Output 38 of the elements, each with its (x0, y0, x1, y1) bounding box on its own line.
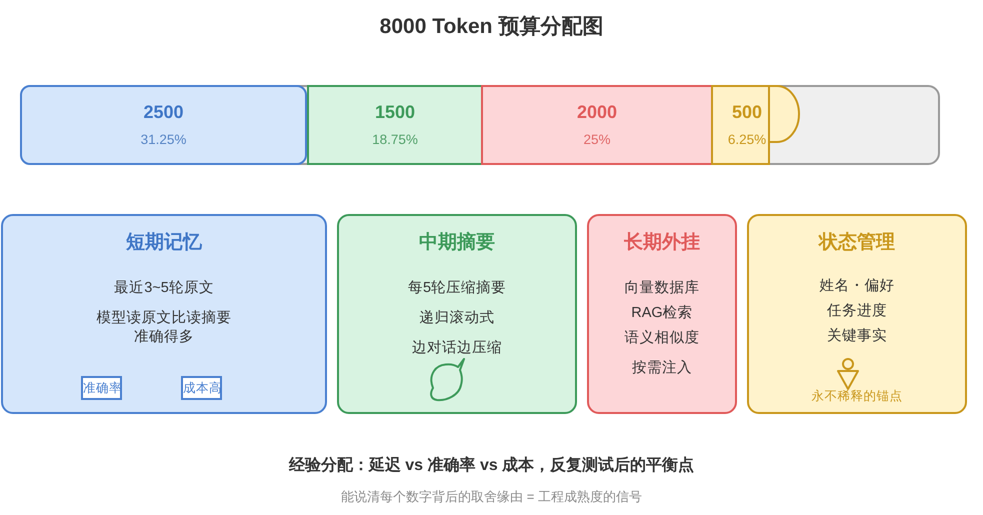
anchor-caption: 永不稀释的锚点 (812, 388, 902, 404)
budget-bar-track (20, 85, 940, 165)
card-text: 任务进度 (827, 302, 887, 321)
percentage-label: 18.75% (372, 131, 418, 149)
card-title: 状态管理 (819, 231, 895, 255)
card-text: 向量数据库 (624, 279, 700, 298)
category-card (337, 214, 577, 414)
budget-segment (307, 85, 483, 165)
category-card (587, 214, 737, 414)
budget-segment (481, 85, 713, 165)
card-text: 递归滚动式 (420, 309, 494, 328)
token-count: 500 (732, 101, 762, 124)
percentage-label: 31.25% (140, 131, 186, 149)
budget-segment (711, 85, 800, 165)
metric-tag: 准确率 (81, 376, 122, 400)
card-title: 短期记忆 (126, 231, 202, 255)
card-text: 模型读原文比读摘要准确得多 (96, 309, 232, 347)
token-count: 1500 (374, 101, 416, 124)
card-text: 关键事实 (827, 327, 887, 346)
category-card (747, 214, 967, 414)
diagram-title: 8000 Token 预算分配图 (380, 14, 604, 40)
card-title: 中期摘要 (419, 231, 495, 255)
token-count: 2500 (143, 101, 184, 124)
card-title: 长期外挂 (624, 231, 700, 255)
card-text: 姓名・偏好 (820, 277, 894, 296)
card-text: 最近3~5轮原文 (114, 279, 214, 298)
percentage-label: 6.25% (728, 131, 766, 149)
card-text: 按需注入 (632, 359, 692, 378)
category-card (1, 214, 327, 414)
token-count: 2000 (576, 101, 618, 124)
card-text: 语义相似度 (624, 329, 700, 348)
footnote-text: 能说清每个数字背后的取舍缘由 = 工程成熟度的信号 (341, 489, 642, 506)
budget-segment (20, 85, 307, 165)
summary-text: 经验分配：延迟 vs 准确率 vs 成本，反复测试后的平衡点 (288, 456, 694, 476)
percentage-label: 25% (583, 131, 611, 149)
card-text: 每5轮压缩摘要 (408, 279, 506, 298)
card-text: 边对话边压缩 (412, 339, 502, 358)
card-text: RAG检索 (631, 304, 693, 323)
